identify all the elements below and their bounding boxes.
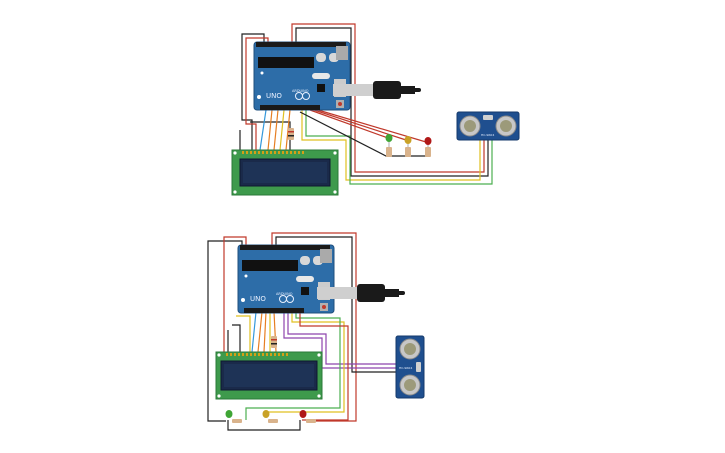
wire-blue [251,311,257,353]
wire-black [207,240,243,422]
circuit-bottom: UNO ARDUINO [207,232,425,431]
lcd-pin-header [242,151,304,154]
wire-green [245,312,341,420]
led-yellow[interactable] [404,136,412,157]
arduino-uno-board[interactable]: UNO ARDUINO [253,41,351,111]
circuit-bottom-wires [207,232,396,431]
resistor [271,336,277,348]
led-red[interactable] [424,137,432,157]
circuit-top: UNO ARDUINO [231,23,520,196]
led-green[interactable] [385,134,393,157]
board-brand: ARDUINO [292,89,309,93]
wire-green [305,108,493,185]
led-yellow[interactable] [262,410,279,423]
arduino-uno-board[interactable]: UNO ARDUINO [237,244,335,314]
wire-black [275,236,396,373]
wire-orange [257,311,263,353]
wire-red [245,37,269,150]
wire-yellow [279,109,285,151]
wire-yellow [301,108,481,181]
wire-red [223,236,247,352]
wire-yellow [236,315,251,352]
board-logo: UNO [250,295,266,303]
wire-purple [283,312,396,369]
wire-blue [259,109,267,151]
board-brand: ARDUINO [276,292,293,296]
led-red[interactable] [299,410,317,423]
usb-cable [333,81,421,99]
wire-purple [287,312,396,365]
sensor-label: HC-SR04 [399,366,412,370]
wire-orange [267,109,273,151]
sensor-label: HC-SR04 [481,133,494,137]
wire-red [299,312,349,421]
ultrasonic-sensor[interactable]: HC-SR04 [456,111,520,141]
wire-black [227,420,301,431]
lcd-display[interactable] [215,351,323,400]
wire-black [295,27,489,177]
board-logo: UNO [266,92,282,100]
ultrasonic-sensor[interactable]: HC-SR04 [395,335,425,399]
resistor [288,128,294,140]
wire-black [241,33,265,150]
lcd-pin-header [226,353,288,356]
wire-red [291,23,485,173]
wire-yellow [266,312,345,413]
wire-red [271,232,357,422]
wire-black [232,324,241,352]
wire-black [250,121,291,150]
wire-orange [273,109,279,151]
led-green[interactable] [225,410,243,423]
lcd-display[interactable] [231,149,339,196]
circuit-top-wires [239,23,493,185]
wire-red [309,109,389,139]
usb-cable [317,284,405,302]
wire-orange [263,311,267,353]
